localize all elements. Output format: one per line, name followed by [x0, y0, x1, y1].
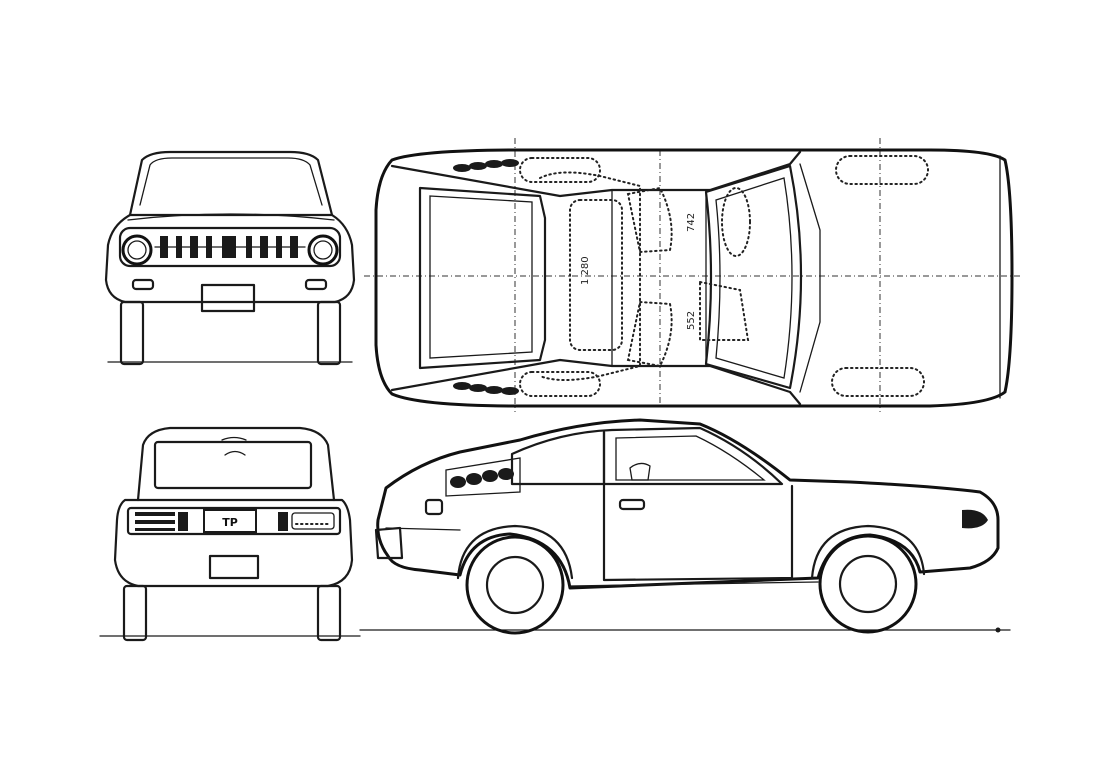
left-tail-light: [135, 512, 188, 531]
top-left-louvers: [453, 159, 519, 172]
top-rear-right-wheel: [519, 371, 601, 397]
side-view: [359, 418, 1011, 635]
rear-left-wheel: [122, 584, 148, 642]
front-view: [104, 150, 356, 366]
rear-plate-text: TP: [222, 516, 238, 529]
top-front-left-wheel: [835, 155, 929, 185]
left-headlight: [121, 234, 153, 266]
right-headlight: [307, 234, 339, 266]
top-right-louvers: [453, 382, 519, 395]
top-rear-track-dimension: 552: [686, 311, 697, 330]
top-front-right-wheel: [831, 367, 925, 397]
right-tail-light: [278, 512, 335, 531]
side-door: [602, 430, 794, 582]
top-width-dimension: 1 280: [580, 256, 591, 285]
top-rear-left-wheel: [519, 157, 601, 183]
side-rear-wheel: [465, 535, 565, 635]
front-grille: [154, 236, 306, 258]
front-left-wheel: [119, 300, 145, 366]
side-front-wheel: [818, 534, 918, 634]
top-front-track-dimension: 742: [686, 213, 697, 232]
front-license-plate: [200, 283, 256, 313]
door-handle: [618, 498, 646, 511]
rear-right-wheel: [316, 584, 342, 642]
front-right-wheel: [316, 300, 342, 366]
rear-license-plate: [203, 509, 257, 533]
fuel-cap: [424, 498, 444, 516]
side-louvers: [450, 468, 514, 488]
rear-view: TP: [99, 426, 361, 642]
top-view: 1 280 742 552: [364, 138, 1020, 412]
